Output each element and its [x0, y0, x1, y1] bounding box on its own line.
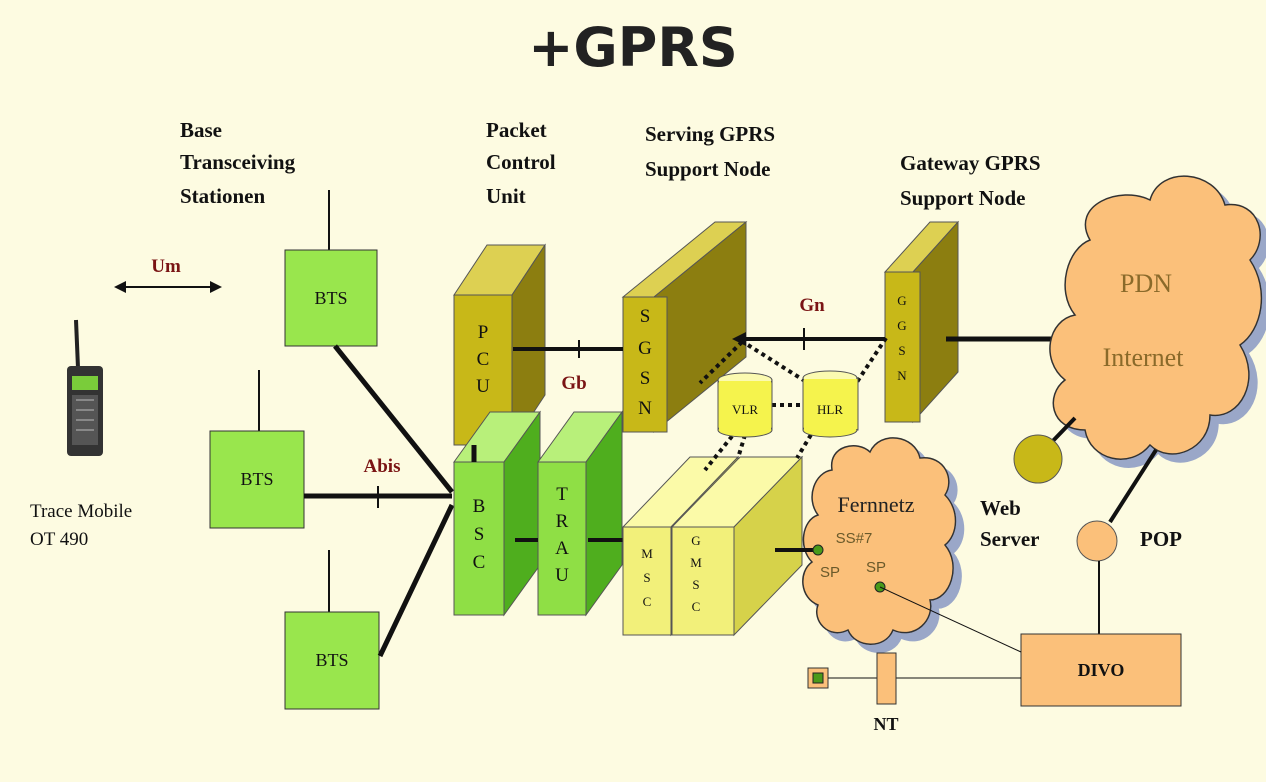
svg-text:SP: SP — [866, 559, 886, 576]
svg-text:Serving GPRS: Serving GPRS — [645, 122, 775, 146]
svg-text:Web: Web — [980, 496, 1021, 520]
svg-text:Internet: Internet — [1103, 343, 1185, 372]
gn-interface: Gn — [732, 295, 885, 350]
web-server: Web Server — [980, 416, 1077, 551]
svg-text:Server: Server — [980, 527, 1039, 551]
svg-text:BTS: BTS — [314, 288, 347, 308]
bts-group-label: Base Transceiving Stationen — [180, 118, 296, 208]
gmsc-fernnetz-link — [775, 544, 824, 556]
nt-device: NT — [807, 652, 899, 734]
svg-text:G: G — [897, 293, 906, 308]
fernnetz-cloud: Fernnetz SS#7 SP SP — [802, 437, 957, 645]
svg-text:Um: Um — [151, 256, 181, 277]
svg-text:M: M — [641, 546, 653, 561]
signalling-links — [698, 336, 888, 472]
svg-text:T: T — [556, 484, 568, 505]
svg-text:C: C — [643, 594, 652, 609]
svg-text:C: C — [477, 349, 490, 370]
svg-text:Support Node: Support Node — [645, 157, 770, 181]
svg-text:S: S — [692, 577, 699, 592]
svg-text:PDN: PDN — [1120, 269, 1172, 298]
abis-interface: Abis — [364, 456, 401, 508]
svg-text:S: S — [643, 570, 650, 585]
pdn-internet-cloud: PDN Internet — [1049, 175, 1263, 460]
sgsn-node: S G S N — [621, 220, 748, 434]
svg-text:HLR: HLR — [817, 402, 843, 417]
bts-middle: BTS — [209, 430, 305, 529]
bsc-node: B S C — [453, 410, 541, 617]
ggsn-group-label: Gateway GPRS Support Node — [900, 151, 1041, 210]
ggsn-node: G G S N — [883, 220, 960, 424]
svg-text:Gb: Gb — [561, 373, 586, 394]
svg-text:U: U — [476, 376, 490, 397]
svg-text:SP: SP — [820, 564, 840, 581]
bts-top: BTS — [284, 249, 378, 347]
svg-text:SS#7: SS#7 — [836, 530, 873, 547]
pop-node: POP — [1076, 448, 1182, 634]
svg-text:Stationen: Stationen — [180, 184, 266, 208]
svg-text:N: N — [897, 368, 907, 383]
svg-text:Gateway GPRS: Gateway GPRS — [900, 151, 1041, 175]
svg-text:G: G — [638, 338, 652, 359]
svg-text:S: S — [898, 343, 905, 358]
svg-text:B: B — [473, 496, 486, 517]
svg-text:BTS: BTS — [315, 650, 348, 670]
mobile-label: Trace Mobile OT 490 — [30, 501, 132, 550]
mobile-phone-icon — [67, 319, 103, 456]
svg-text:N: N — [638, 398, 652, 419]
svg-text:DIVO: DIVO — [1078, 660, 1125, 680]
svg-text:P: P — [478, 322, 489, 343]
svg-text:Support Node: Support Node — [900, 186, 1025, 210]
svg-text:Base: Base — [180, 118, 222, 142]
svg-text:Fernnetz: Fernnetz — [838, 492, 915, 517]
diagram-title: +GPRS — [528, 16, 738, 79]
svg-text:Gn: Gn — [799, 295, 825, 316]
divo-node: DIVO — [1020, 633, 1182, 707]
gb-interface: Gb — [513, 340, 623, 394]
svg-text:Control: Control — [486, 150, 556, 174]
svg-text:Trace Mobile: Trace Mobile — [30, 501, 132, 522]
svg-text:Transceiving: Transceiving — [180, 150, 296, 174]
hlr-database: HLR — [802, 370, 859, 438]
svg-text:S: S — [640, 368, 651, 389]
svg-text:Abis: Abis — [364, 456, 401, 477]
svg-text:C: C — [473, 552, 486, 573]
svg-text:G: G — [691, 533, 700, 548]
svg-text:S: S — [474, 524, 485, 545]
svg-text:VLR: VLR — [732, 402, 758, 417]
svg-text:G: G — [897, 318, 906, 333]
svg-text:C: C — [692, 599, 701, 614]
svg-text:BTS: BTS — [240, 469, 273, 489]
svg-text:A: A — [555, 538, 569, 559]
vlr-database: VLR — [717, 372, 773, 438]
svg-text:OT 490: OT 490 — [30, 529, 88, 550]
sp-divo-link — [879, 586, 1022, 653]
svg-text:NT: NT — [873, 714, 898, 734]
svg-text:R: R — [556, 511, 569, 532]
pcu-group-label: Packet Control Unit — [486, 118, 556, 208]
trau-node: T R A U — [537, 410, 623, 617]
svg-text:POP: POP — [1140, 527, 1182, 551]
svg-text:S: S — [640, 306, 651, 327]
svg-text:Unit: Unit — [486, 184, 526, 208]
gmsc-node: G M S C — [670, 455, 804, 637]
um-interface: Um — [114, 256, 222, 293]
sgsn-group-label: Serving GPRS Support Node — [645, 122, 775, 181]
svg-text:M: M — [690, 555, 702, 570]
svg-text:Packet: Packet — [486, 118, 547, 142]
svg-text:U: U — [555, 565, 569, 586]
bts-bottom: BTS — [284, 611, 380, 710]
